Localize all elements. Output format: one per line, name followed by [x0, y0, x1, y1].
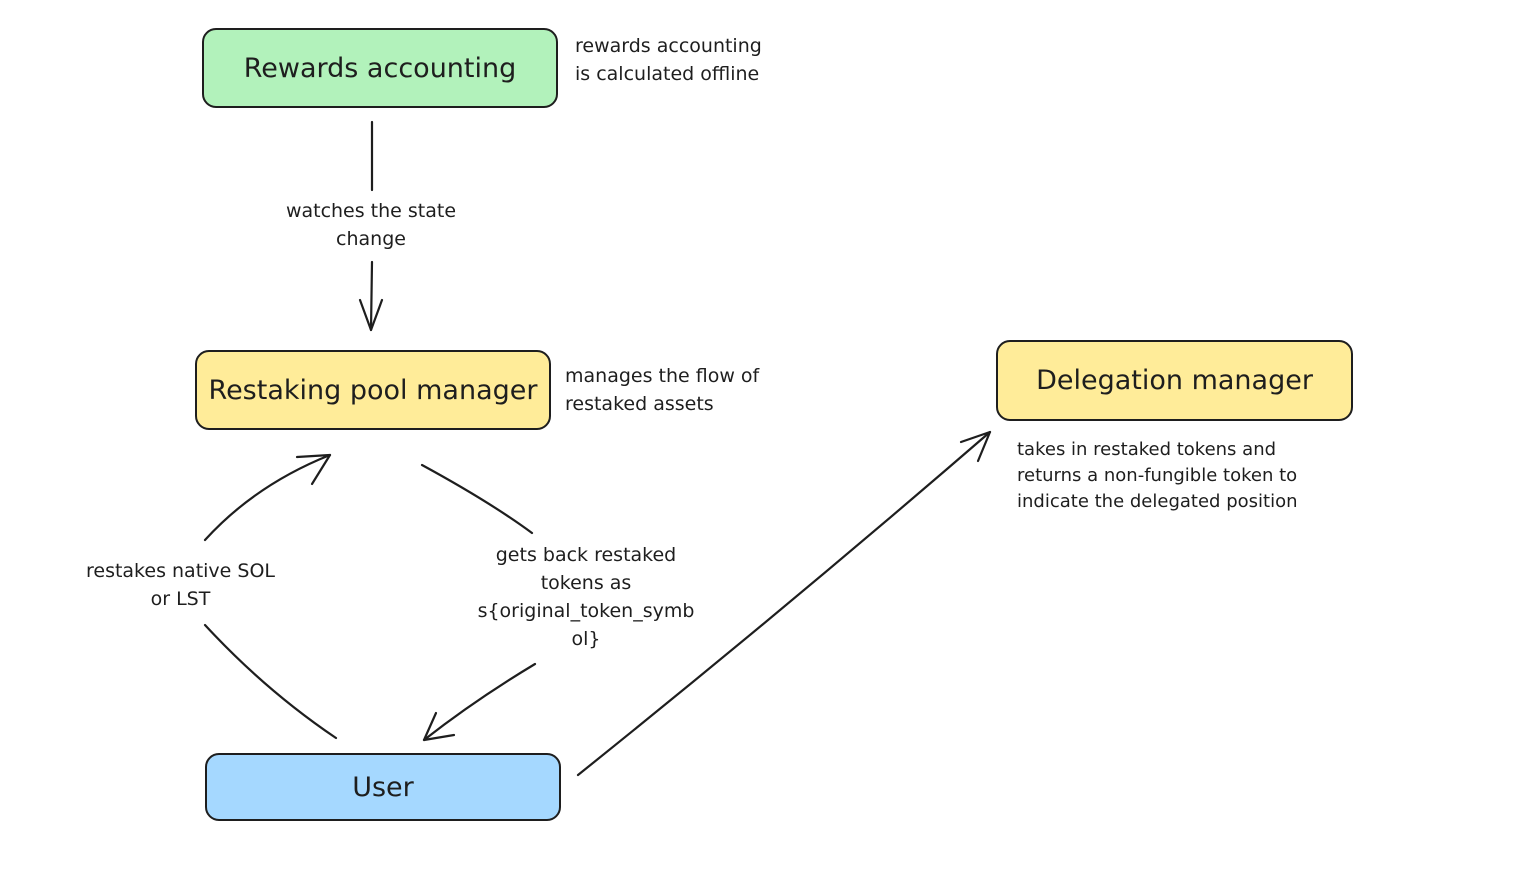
edge-label-gets-back-restaked: gets back restaked tokens as s{original_… [477, 544, 695, 650]
delegation-manager-label: Delegation manager [1036, 365, 1313, 396]
rewards-accounting-label: Rewards accounting [243, 52, 517, 84]
edge-pool-to-user-lower [422, 662, 537, 742]
edge-user-to-delegation-arrowhead [959, 430, 992, 463]
restaking-pool-manager-label: Restaking pool manager [208, 374, 538, 406]
edge-user-to-pool-upper-arrowhead [295, 453, 332, 486]
edge-user-to-pool-lower [203, 623, 338, 740]
delegation-manager-node: Delegation manager [996, 340, 1353, 421]
edge-user-to-delegation [576, 430, 992, 777]
restaking-pool-manager-node: Restaking pool manager [195, 350, 551, 430]
restaking-pool-manager-note: manages the flow of restaked assets [565, 365, 760, 415]
delegation-manager-note: takes in restaked tokens and returns a n… [1017, 439, 1298, 512]
edge-label-watches-state-change: watches the state change [285, 200, 457, 250]
rewards-accounting-node: Rewards accounting [202, 28, 558, 108]
edge-label-restakes-native-sol: restakes native SOL or LST [85, 560, 276, 610]
user-node: User [205, 753, 561, 821]
edge-pool-to-user-arrowhead [422, 711, 456, 742]
edge-rewards-to-pool-arrowhead [358, 298, 384, 332]
edge-user-to-pool-upper [203, 453, 332, 542]
edge-pool-to-user-upper [420, 463, 534, 535]
rewards-accounting-note: rewards accounting is calculated offline [575, 35, 762, 85]
user-label: User [352, 771, 414, 803]
edge-rewards-to-pool-lower [369, 260, 374, 332]
